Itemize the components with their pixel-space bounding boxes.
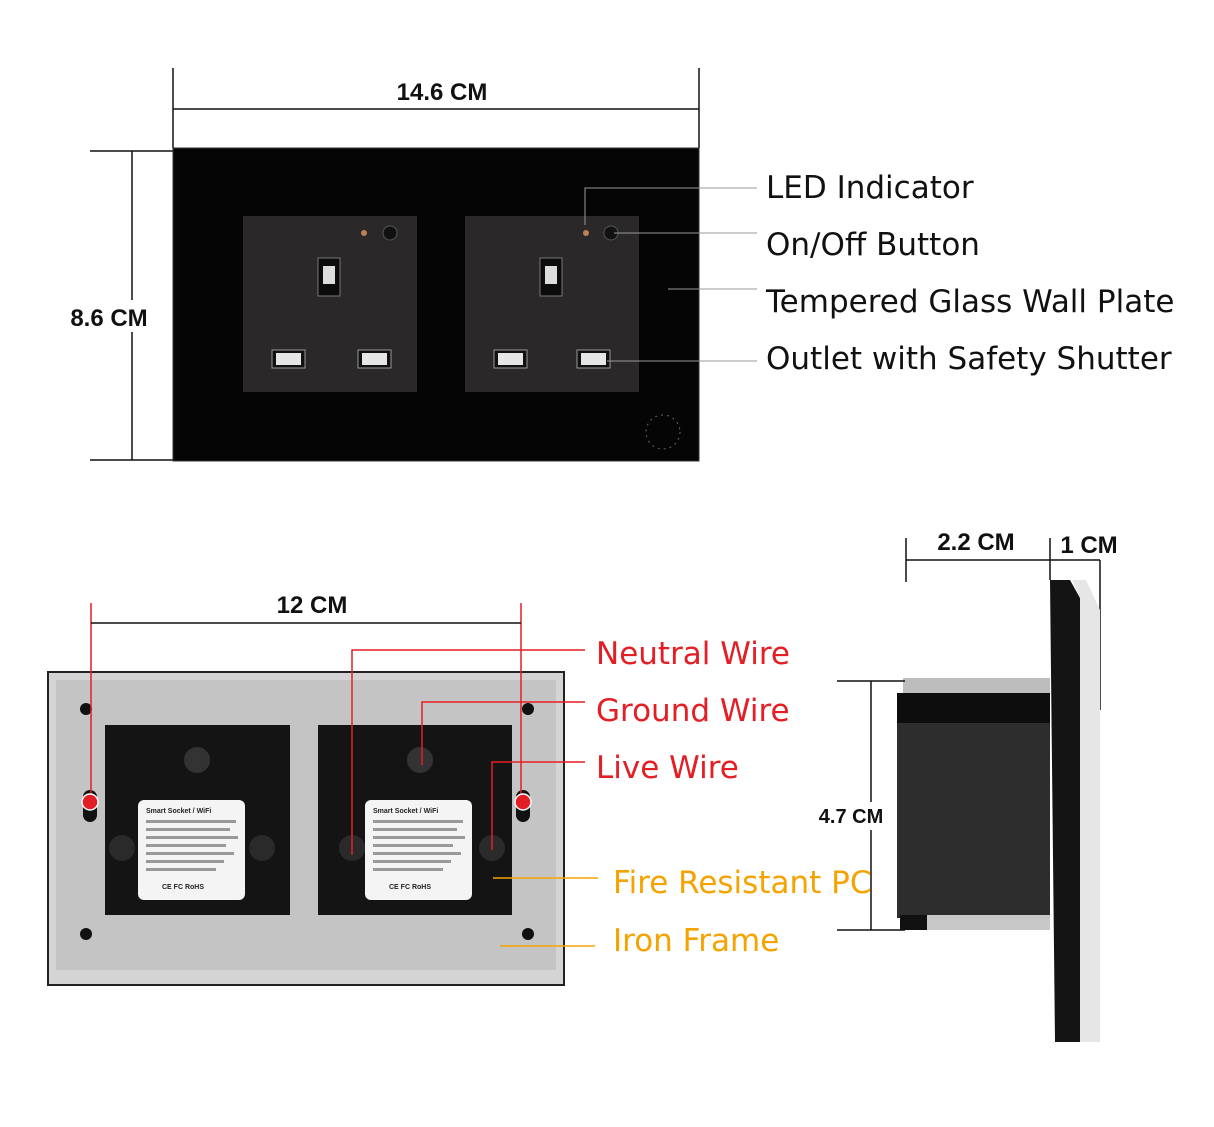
- depth-label: 2.2 CM: [937, 529, 1014, 556]
- socket-module-left: [243, 216, 417, 392]
- leader-line: [351, 649, 585, 855]
- led-indicator-icon: [361, 230, 367, 236]
- back-view: Smart Socket / WiFi CE FC RoHS Smart Soc…: [47, 592, 871, 986]
- module-label-marks: CE FC RoHS: [162, 884, 204, 891]
- callout-ground-wire: Ground Wire: [596, 693, 790, 729]
- front-width-label: 14.6 CM: [397, 79, 488, 106]
- side-plate: [1050, 580, 1080, 1042]
- leader-line: [584, 187, 757, 225]
- back-module-right: Smart Socket / WiFi CE FC RoHS: [318, 725, 512, 915]
- callout-live-wire: Live Wire: [596, 750, 739, 786]
- back-width-label: 12 CM: [277, 592, 348, 619]
- led-indicator-icon: [583, 230, 589, 236]
- leader-line: [491, 761, 585, 850]
- mounting-point-icon: [514, 793, 532, 811]
- callout-iron-frame: Iron Frame: [613, 923, 779, 959]
- callout-on-off-button: On/Off Button: [766, 227, 980, 263]
- back-module-left: Smart Socket / WiFi CE FC RoHS: [105, 725, 290, 915]
- plate-thickness-label: 1 CM: [1060, 532, 1117, 559]
- callout-glass-plate: Tempered Glass Wall Plate: [765, 284, 1174, 320]
- mounting-point-icon: [81, 793, 99, 811]
- power-button[interactable]: [382, 225, 398, 241]
- callout-led-indicator: LED Indicator: [766, 170, 974, 206]
- callout-neutral-wire: Neutral Wire: [596, 636, 790, 672]
- side-view: 2.2 CM 1 CM 4.7 CM: [816, 529, 1118, 1042]
- front-view: 14.6 CM 8.6 CM: [66, 68, 1174, 462]
- brand-logo-icon: [645, 414, 681, 450]
- side-height-label: 4.7 CM: [819, 806, 883, 828]
- module-label: [365, 800, 472, 900]
- module-label-title: Smart Socket / WiFi: [373, 808, 438, 815]
- module-label-title: Smart Socket / WiFi: [146, 808, 211, 815]
- callout-fire-resistant-pc: Fire Resistant PC: [613, 865, 871, 901]
- module-label-marks: CE FC RoHS: [389, 884, 431, 891]
- leader-line: [421, 701, 585, 765]
- side-module-body: [897, 693, 1050, 918]
- module-label: [138, 800, 245, 900]
- socket-module-right: [465, 216, 639, 392]
- front-height-label: 8.6 CM: [70, 305, 147, 332]
- callout-safety-shutter: Outlet with Safety Shutter: [766, 341, 1172, 377]
